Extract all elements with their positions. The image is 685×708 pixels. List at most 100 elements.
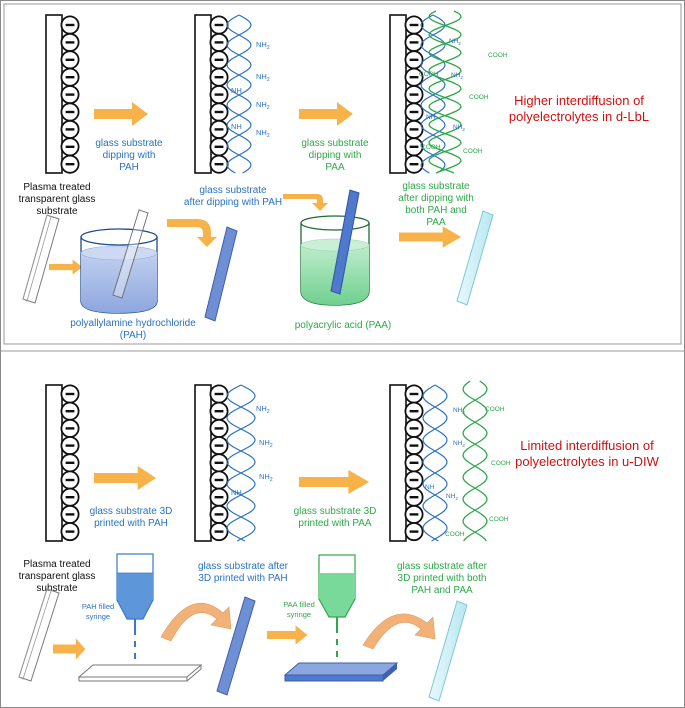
negative-charge-icon	[209, 470, 229, 490]
negative-charge-icon	[404, 504, 424, 524]
beaker-icon	[300, 189, 370, 306]
negative-charge-icon	[209, 504, 229, 524]
polymer-strand	[428, 10, 462, 174]
bottom-paa-labels: NH2 NH2 NH2 NH COOH COOH COOH COOH	[425, 406, 511, 538]
step-label: dipping with	[103, 150, 156, 161]
caption: glass substrate	[199, 185, 267, 196]
cooh-label: COOH	[421, 144, 441, 151]
negative-charge-icon	[404, 436, 424, 456]
caption: after dipping with	[398, 193, 474, 204]
caption: substrate	[36, 583, 78, 594]
step-label: glass substrate 3D	[294, 506, 377, 517]
arrow-right-icon	[53, 638, 86, 660]
bottom-substrate-pah	[194, 384, 256, 542]
bottom-substrate-bare	[45, 384, 80, 542]
negative-charge-icon	[209, 154, 229, 174]
nh-label: NH	[231, 86, 242, 95]
step-label: dipping with	[309, 150, 362, 161]
caption: glass substrate after	[397, 561, 488, 572]
step-label: PAA	[325, 162, 345, 173]
cooh-label: COOH	[485, 406, 505, 413]
arrow-right-icon	[299, 102, 353, 126]
curved-arrow-icon	[362, 613, 436, 650]
negative-charge-icon	[209, 85, 229, 105]
top-note: Higher interdiffusion of polyelectrolyte…	[509, 93, 649, 124]
cooh-label: COOH	[445, 531, 465, 538]
caption: glass substrate	[402, 181, 470, 192]
note-line: Limited interdiffusion of	[520, 438, 654, 453]
polymer-strand	[226, 14, 252, 174]
amine-label: NH2	[453, 124, 465, 132]
negative-charge-icon	[404, 453, 424, 473]
negative-charge-icon	[60, 50, 80, 70]
negative-charge-icon	[60, 453, 80, 473]
cooh-label: COOH	[489, 516, 509, 523]
step-label: glass substrate 3D	[90, 506, 173, 517]
negative-charge-column	[404, 384, 424, 542]
caption: 3D printed with PAH	[198, 573, 287, 584]
negative-charge-icon	[209, 401, 229, 421]
polymer-strand	[462, 380, 488, 542]
caption: syringe	[86, 612, 110, 621]
negative-charge-icon	[404, 154, 424, 174]
negative-charge-icon	[60, 522, 80, 542]
glass-slide-icon	[22, 214, 60, 304]
polymer-strand	[226, 384, 256, 542]
polymer-helix-icon	[226, 384, 256, 542]
negative-charge-icon	[404, 522, 424, 542]
glass-slide-icon	[77, 664, 203, 678]
negative-charge-icon	[404, 470, 424, 490]
amine-label: NH2	[256, 72, 270, 83]
negative-charge-icon	[209, 50, 229, 70]
caption: transparent glass	[19, 571, 96, 582]
negative-charge-icon	[60, 102, 80, 122]
negative-charge-icon	[209, 119, 229, 139]
syringe-icon	[116, 553, 154, 659]
nh-label: NH	[426, 114, 436, 121]
negative-charge-icon	[60, 418, 80, 438]
top-step-labels: glass substrate dipping with PAH glass s…	[95, 138, 369, 173]
top-substrate-bare	[45, 14, 80, 174]
top-panel-frame	[3, 3, 682, 345]
negative-charge-icon	[404, 32, 424, 52]
negative-charge-icon	[404, 418, 424, 438]
top-substrate-pah	[194, 14, 252, 174]
note-line: polyelectrolytes in u-DIW	[515, 454, 659, 469]
negative-charge-icon	[60, 137, 80, 157]
step-label: printed with PAA	[298, 518, 372, 529]
negative-charge-column	[209, 15, 229, 174]
caption: substrate	[36, 206, 78, 217]
glass-slide-icon	[45, 14, 63, 174]
caption: 3D printed with both	[398, 573, 487, 584]
polymer-helix-icon	[422, 380, 488, 542]
caption: Plasma treated	[23, 559, 90, 570]
glass-slide-icon	[18, 588, 60, 682]
caption: transparent glass	[19, 194, 96, 205]
polymer-helix-icon	[226, 14, 252, 174]
note-line: Higher interdiffusion of	[514, 93, 644, 108]
caption: both PAH and	[405, 205, 467, 216]
bottom-note: Limited interdiffusion of polyelectrolyt…	[515, 438, 659, 469]
glass-slide-icon	[283, 662, 399, 676]
caption: after dipping with PAH	[184, 197, 282, 208]
glass-slide-icon	[204, 226, 238, 322]
negative-charge-icon	[404, 401, 424, 421]
cooh-label: COOH	[419, 71, 439, 78]
glass-slide-icon	[389, 14, 407, 174]
bottom-captions: Plasma treated transparent glass substra…	[19, 559, 488, 596]
glass-slide-icon	[428, 600, 468, 702]
negative-charge-icon	[209, 522, 229, 542]
cooh-label: COOH	[469, 94, 489, 101]
caption: glass substrate after	[198, 561, 289, 572]
negative-charge-icon	[404, 15, 424, 35]
negative-charge-icon	[404, 119, 424, 139]
glass-slide-icon	[216, 596, 256, 696]
amine-label: NH2	[449, 38, 461, 46]
nh-label: NH	[425, 484, 435, 491]
polymer-helix-icon	[420, 10, 462, 174]
top-substrate-pah-paa	[389, 10, 462, 174]
beaker-icon	[80, 209, 158, 314]
caption: syringe	[287, 610, 311, 619]
